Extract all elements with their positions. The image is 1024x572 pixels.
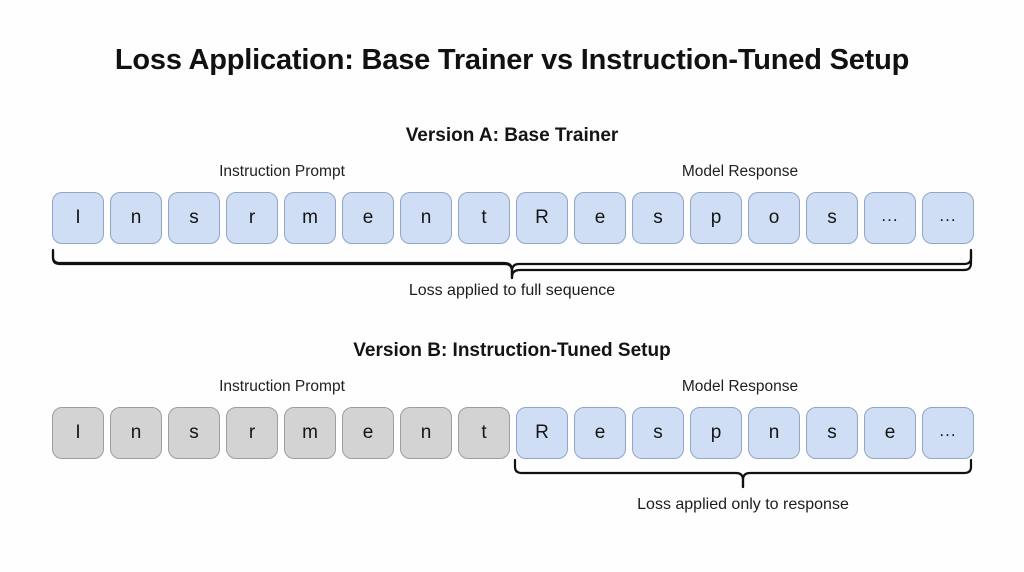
token-label: n xyxy=(420,207,432,228)
token-box[interactable]: s xyxy=(806,192,858,244)
span-label-instruction-prompt-b: Instruction Prompt xyxy=(219,378,345,395)
token-box[interactable]: n xyxy=(748,407,800,459)
token-label: R xyxy=(535,207,549,228)
token-box[interactable]: I xyxy=(52,192,104,244)
token-label: s xyxy=(189,207,199,228)
token-label: r xyxy=(248,207,256,228)
span-label-instruction-prompt-a: Instruction Prompt xyxy=(219,163,345,180)
token-box[interactable]: t xyxy=(458,407,510,459)
brace-full-sequence xyxy=(48,248,982,285)
token-label: n xyxy=(130,207,142,228)
token-box[interactable]: ... xyxy=(922,192,974,244)
token-box[interactable]: s xyxy=(168,192,220,244)
token-label: ... xyxy=(939,420,957,440)
brace-response-only xyxy=(510,457,982,494)
token-box[interactable]: R xyxy=(516,192,568,244)
token-label: o xyxy=(768,207,780,228)
token-box[interactable]: ... xyxy=(864,192,916,244)
token-box[interactable]: r xyxy=(226,192,278,244)
token-box[interactable]: s xyxy=(632,192,684,244)
token-label: n xyxy=(768,422,780,443)
token-label: n xyxy=(420,422,432,443)
token-label: p xyxy=(710,207,722,228)
token-label: s xyxy=(827,207,837,228)
span-label-model-response-a: Model Response xyxy=(681,163,799,180)
token-label: m xyxy=(302,207,318,228)
brace-caption-response-only: Loss applied only to response xyxy=(637,496,849,513)
token-label: e xyxy=(884,422,896,443)
token-box[interactable]: m xyxy=(284,407,336,459)
token-label: e xyxy=(594,422,606,443)
token-box[interactable]: s xyxy=(806,407,858,459)
section-heading-version-a: Version A: Base Trainer xyxy=(405,125,619,146)
token-label: R xyxy=(535,422,549,443)
token-box[interactable]: e xyxy=(342,192,394,244)
token-box[interactable]: R xyxy=(516,407,568,459)
token-box[interactable]: ... xyxy=(922,407,974,459)
token-box[interactable]: n xyxy=(110,407,162,459)
token-label: I xyxy=(75,207,81,228)
token-label: ... xyxy=(939,205,957,225)
token-label: I xyxy=(75,422,81,443)
token-box[interactable]: p xyxy=(690,407,742,459)
page-title: Loss Application: Base Trainer vs Instru… xyxy=(114,44,910,76)
token-label: p xyxy=(710,422,722,443)
token-label: s xyxy=(189,422,199,443)
token-label: m xyxy=(302,422,318,443)
token-box[interactable]: t xyxy=(458,192,510,244)
token-box[interactable]: s xyxy=(632,407,684,459)
token-row-version-b: I n s r m e n t R e s p n s e ... xyxy=(52,407,974,459)
token-label: e xyxy=(362,207,374,228)
token-label: s xyxy=(653,422,663,443)
token-label: t xyxy=(481,207,487,228)
token-label: s xyxy=(653,207,663,228)
token-row-version-a: I n s r m e n t R e s p o s ... ... xyxy=(52,192,974,244)
token-box[interactable]: I xyxy=(52,407,104,459)
token-label: n xyxy=(130,422,142,443)
token-box[interactable]: r xyxy=(226,407,278,459)
token-box[interactable]: m xyxy=(284,192,336,244)
token-box[interactable]: n xyxy=(400,192,452,244)
token-label: ... xyxy=(881,205,899,225)
token-label: s xyxy=(827,422,837,443)
token-label: t xyxy=(481,422,487,443)
token-box[interactable]: e xyxy=(574,192,626,244)
span-label-model-response-b: Model Response xyxy=(681,378,799,395)
token-box[interactable]: n xyxy=(400,407,452,459)
token-label: e xyxy=(594,207,606,228)
token-box[interactable]: s xyxy=(168,407,220,459)
section-heading-version-b: Version B: Instruction-Tuned Setup xyxy=(353,340,671,361)
token-box[interactable]: o xyxy=(748,192,800,244)
token-label: r xyxy=(248,422,256,443)
token-box[interactable]: e xyxy=(864,407,916,459)
token-box[interactable]: e xyxy=(574,407,626,459)
token-box[interactable]: p xyxy=(690,192,742,244)
token-box[interactable]: n xyxy=(110,192,162,244)
brace-caption-full-sequence: Loss applied to full sequence xyxy=(408,282,616,299)
token-box[interactable]: e xyxy=(342,407,394,459)
token-label: e xyxy=(362,422,374,443)
